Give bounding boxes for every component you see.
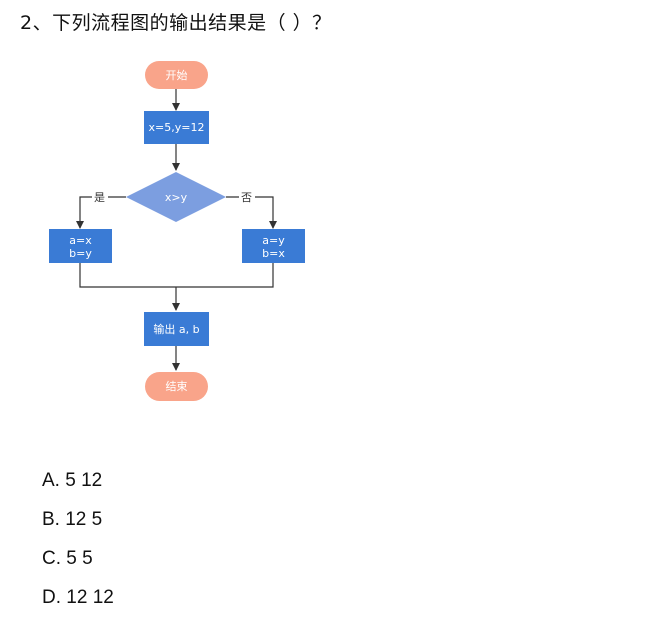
yes-process-line-2: b=y [69, 247, 92, 260]
option-a[interactable]: A. 5 12 [42, 470, 103, 491]
answer-options: A. 5 12 B. 12 5 C. 5 5 D. 12 12 [42, 468, 114, 624]
no-process-node [242, 229, 305, 263]
condition-node [126, 172, 226, 222]
question-text: 2、下列流程图的输出结果是（ ）？ [20, 12, 332, 34]
end-node-label: 结束 [166, 380, 188, 393]
yes-label: 是 [94, 191, 105, 204]
output-node [144, 312, 209, 346]
no-label: 否 [241, 191, 252, 204]
start-node-label: 开始 [166, 68, 188, 82]
condition-node-label: x>y [165, 191, 188, 204]
flowchart: 是 否 开始 x=5,y=12 x>y a=x b=y a=y b=x 输出 a… [49, 61, 305, 401]
yes-process-line-1: a=x [69, 234, 92, 247]
no-process-line-1: a=y [262, 234, 285, 247]
end-node [145, 372, 208, 401]
option-b[interactable]: B. 12 5 [42, 509, 103, 530]
init-node [144, 111, 209, 144]
option-c[interactable]: C. 5 5 [42, 548, 93, 569]
start-node [145, 61, 208, 89]
connector-yes-merge [79, 263, 274, 288]
init-node-label: x=5,y=12 [149, 121, 205, 134]
output-node-label: 输出 a, b [153, 322, 199, 336]
no-process-line-2: b=x [262, 247, 285, 260]
option-d[interactable]: D. 12 12 [42, 587, 114, 608]
yes-process-node [49, 229, 112, 263]
connector-yes-branch [76, 196, 126, 229]
